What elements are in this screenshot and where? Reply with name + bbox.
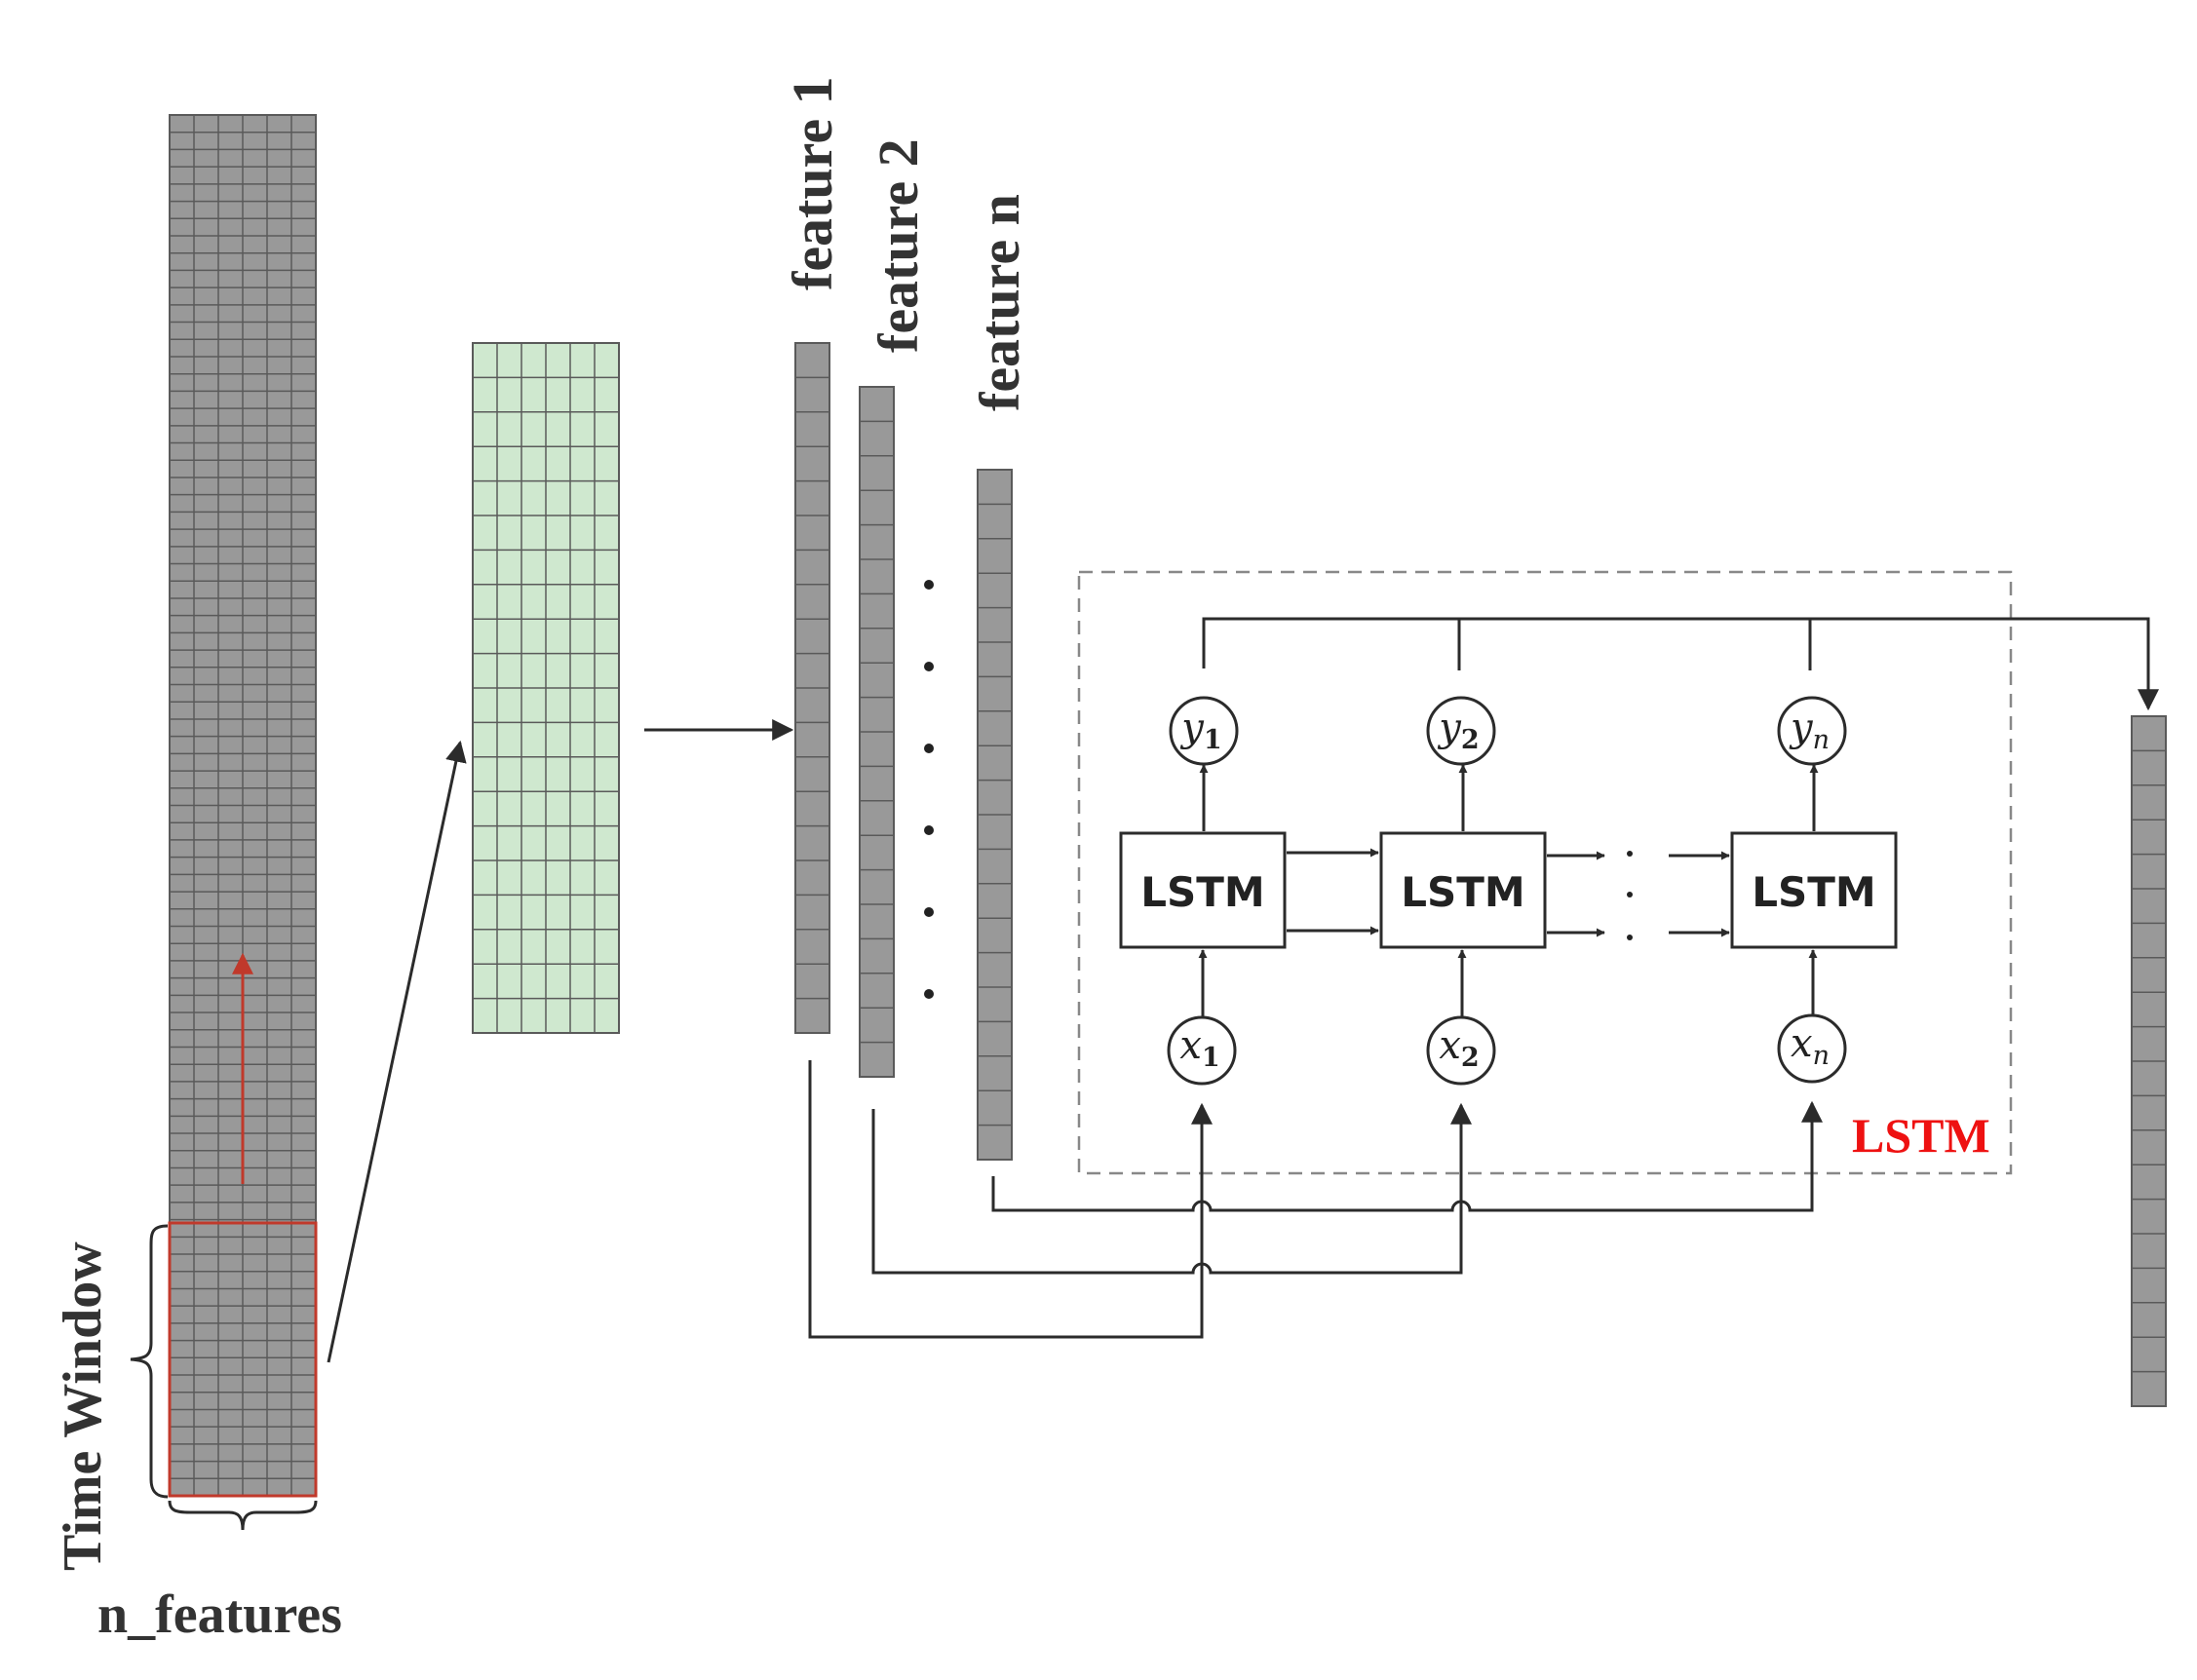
svg-text:x1: x1	[1179, 1023, 1219, 1073]
n-features-brace	[168, 1500, 318, 1531]
recurrent-connections	[1287, 848, 1730, 937]
lstm-cell-1: LSTM	[1119, 831, 1287, 949]
input-node-2: x2	[1426, 949, 1496, 1086]
lstm-cell-2: LSTM	[1379, 831, 1547, 949]
recurrent-ellipsis	[1627, 851, 1633, 940]
window-to-feature-matrix-arrow	[327, 740, 467, 1363]
input-2-symbol: x	[1439, 1023, 1461, 1068]
feature-n-column	[977, 469, 1013, 1161]
input-1-subscript: 1	[1202, 1043, 1220, 1073]
feature-1-column	[794, 342, 830, 1034]
time-window-highlight	[168, 1221, 318, 1498]
feature-input-routing	[808, 1060, 1823, 1339]
svg-text:x2: x2	[1439, 1023, 1479, 1073]
feature-ellipsis	[924, 580, 934, 999]
output-n-subscript: n	[1813, 725, 1830, 755]
input-n-symbol: x	[1791, 1021, 1813, 1066]
feature-2-column	[859, 386, 895, 1078]
input-2-subscript: 2	[1461, 1043, 1480, 1073]
output-2-subscript: 2	[1461, 725, 1480, 755]
output-n-symbol: y	[1789, 706, 1814, 750]
feature-1-label: feature 1	[781, 76, 844, 290]
svg-text:yn: yn	[1789, 706, 1830, 755]
time-window-label: Time Window	[53, 1241, 113, 1571]
lstm-cell-n: LSTM	[1730, 831, 1898, 949]
input-1-symbol: x	[1179, 1023, 1202, 1068]
input-node-n: xn	[1777, 949, 1847, 1084]
output-1-subscript: 1	[1204, 725, 1222, 755]
n-features-label: n_features	[97, 1585, 342, 1645]
svg-text:y1: y1	[1179, 706, 1221, 755]
lstm-region-label: LSTM	[1852, 1108, 1990, 1163]
output-bus	[1202, 617, 2159, 711]
output-column	[2131, 715, 2167, 1407]
feature-2-label: feature 2	[867, 138, 930, 353]
lstm-cell-2-label: LSTM	[1401, 868, 1524, 916]
output-node-n: yn	[1777, 696, 1847, 831]
output-1-symbol: y	[1179, 706, 1205, 750]
input-matrix-grid	[169, 114, 317, 1497]
lstm-cell-1-label: LSTM	[1140, 868, 1264, 916]
svg-text:y2: y2	[1437, 706, 1479, 755]
lstm-cell-n-label: LSTM	[1752, 868, 1875, 916]
lstm-region-boundary	[1077, 570, 2013, 1175]
input-n-subscript: n	[1813, 1041, 1830, 1071]
window-feature-matrix	[472, 342, 620, 1034]
feature-n-label: feature n	[968, 194, 1031, 411]
svg-text:xn: xn	[1791, 1021, 1830, 1071]
output-node-2: y2	[1426, 696, 1496, 831]
time-window-brace	[130, 1224, 169, 1499]
output-node-1: y1	[1169, 696, 1239, 831]
output-2-symbol: y	[1437, 706, 1462, 750]
input-node-1: x1	[1167, 949, 1237, 1086]
